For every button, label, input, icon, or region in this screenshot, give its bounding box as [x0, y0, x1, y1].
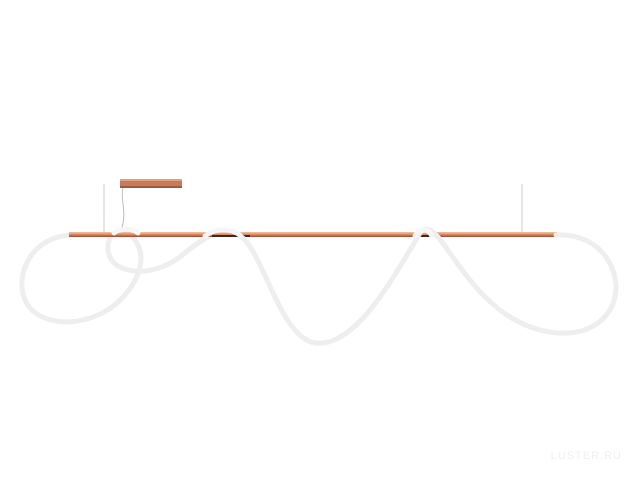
watermark: LUSTER.RU [550, 450, 622, 462]
flexible-led-tube-front [237, 226, 619, 346]
copper-bar [69, 232, 557, 237]
tube-wrap-right [412, 227, 435, 239]
tube-wrap-left [111, 226, 141, 236]
power-cable [121, 187, 125, 229]
tube-wrap-middle [202, 227, 243, 239]
ceiling-canopy [120, 179, 182, 188]
flexible-led-tube-back [19, 228, 243, 325]
